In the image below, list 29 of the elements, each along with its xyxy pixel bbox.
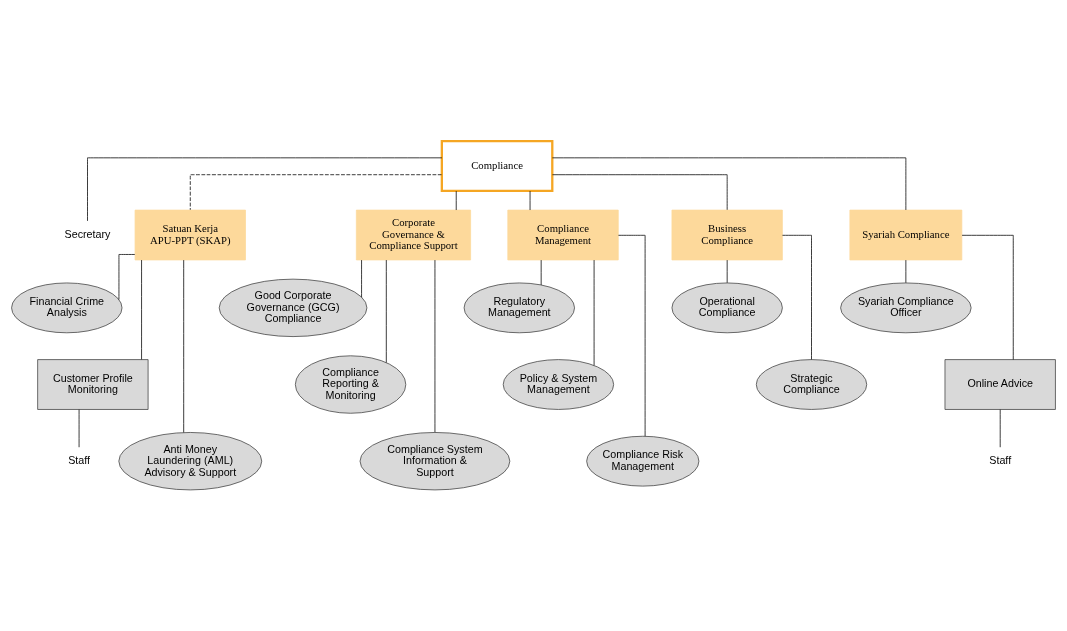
node-ellipse: Compliance Risk Management [586,435,700,487]
node-ellipse: Strategic Compliance [755,359,868,410]
node-box: Compliance Management [507,209,619,261]
node-ellipse: Compliance System Information & Support [359,432,511,491]
node-ellipse: Good Corporate Governance (GCG) Compliance [218,278,368,337]
node-box: Online Advice [944,359,1056,410]
node-text: Secretary [64,227,111,240]
connector [999,409,1001,448]
connector [361,259,362,298]
node-ellipse: Syariah Compliance Officer [840,282,972,334]
node-box: Corporate Governance & Compliance Support [355,209,471,261]
node-box: Syariah Compliance [849,209,963,261]
node-box: Satuan Kerja APU-PPT (SKAP) [134,209,246,261]
connector [782,234,812,360]
node-box: Customer Profile Monitoring [37,359,149,410]
node-ellipse: Policy & System Management [502,359,615,410]
connector [961,234,1014,360]
node-ellipse: Compliance Reporting & Monitoring [294,355,407,414]
node-text: Staff [989,454,1012,467]
node-ellipse: Regulatory Management [463,282,575,334]
node-box: Compliance [440,139,554,193]
node-ellipse: Financial Crime Analysis [11,282,123,334]
node-ellipse: Operational Compliance [671,282,783,334]
node-text: Staff [68,454,90,467]
node-ellipse: Anti Money Laundering (AML) Advisory & Support [118,432,263,491]
node-box: Business Compliance [671,209,783,261]
connector [118,254,136,300]
connector [87,157,443,222]
connector [141,259,142,360]
